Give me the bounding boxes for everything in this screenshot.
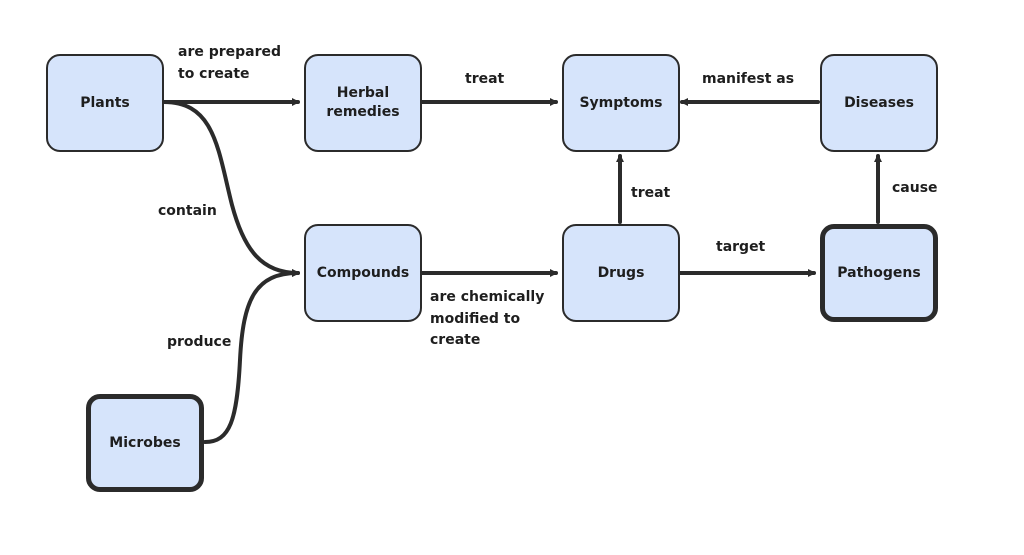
node-microbes: Microbes	[86, 394, 204, 492]
label-treat-drugs: treat	[631, 185, 671, 201]
label-treat-herbal: treat	[465, 71, 505, 87]
label-cause: cause	[892, 180, 938, 196]
label-target: target	[716, 239, 766, 255]
node-pathogens: Pathogens	[820, 224, 938, 322]
node-drugs: Drugs	[562, 224, 680, 322]
label-are-prepared-to-create: are prepared to create	[178, 44, 282, 82]
label-produce: produce	[167, 334, 232, 350]
node-diseases: Diseases	[820, 54, 938, 152]
node-plants: Plants	[46, 54, 164, 152]
label-are-chemically-modified: are chemically modified to create	[430, 289, 545, 349]
label-contain: contain	[158, 203, 217, 219]
node-herbal-remedies: Herbal remedies	[304, 54, 422, 152]
edge-plants-compounds	[162, 100, 300, 277]
label-manifest-as: manifest as	[702, 71, 795, 87]
edge-microbes-compounds	[203, 269, 300, 444]
node-compounds: Compounds	[304, 224, 422, 322]
node-symptoms: Symptoms	[562, 54, 680, 152]
